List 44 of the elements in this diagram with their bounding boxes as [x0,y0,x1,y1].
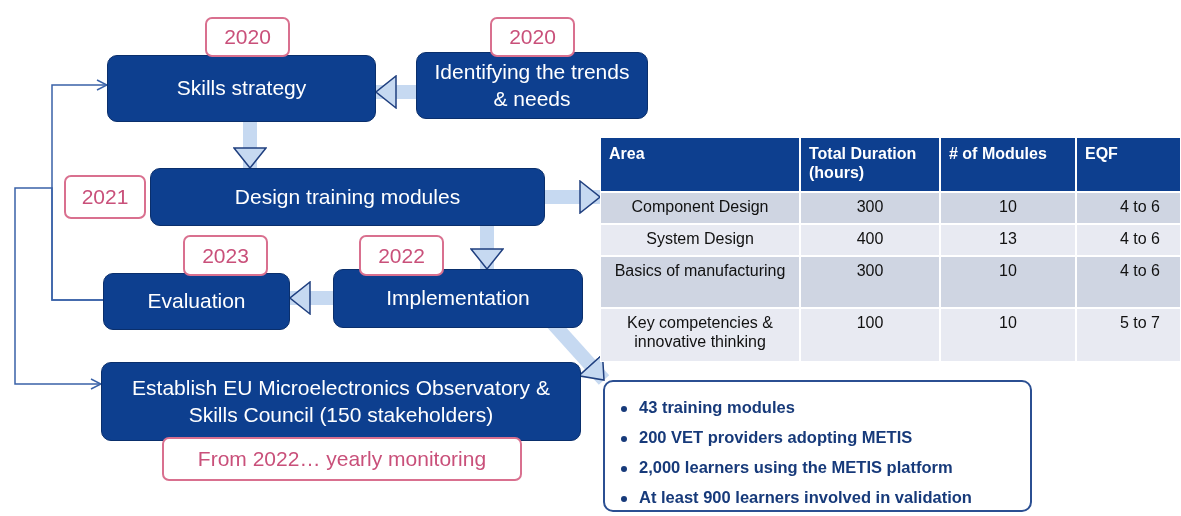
table-cell: Component Design [601,193,799,223]
header-cell: EQF [1077,138,1180,191]
process-box: Identifying the trends & needs [416,52,648,119]
year-badge: From 2022… yearly monitoring [162,437,522,481]
year-badge: 2021 [64,175,146,219]
header-cell: Area [601,138,799,191]
table-cell: 13 [941,225,1075,255]
connector-arrow [14,187,104,390]
year-badge: 2020 [205,17,290,57]
table-cell: 10 [941,257,1075,307]
year-badge: 2020 [490,17,575,57]
block-arrow [545,180,601,214]
table-cell: 400 [801,225,939,255]
table-cell: 10 [941,193,1075,223]
header-cell: Total Duration (hours) [801,138,939,191]
table-cell: 4 to 6 [1077,257,1180,307]
table-cell: 300 [801,257,939,307]
data-table [600,137,1181,362]
table-cell: Key competencies & innovative thinking [601,309,799,361]
table-cell: Basics of manufacturing [601,257,799,307]
bullet-item: 200 VET providers adopting METIS [639,428,913,446]
year-badge: 2022 [359,235,444,276]
process-box: Establish EU Microelectronics Observatory & Skills Council (150 stakeholders) [101,362,581,441]
block-arrow [289,281,333,315]
table-cell: 100 [801,309,939,361]
header-cell: # of Modules [941,138,1075,191]
block-arrow [375,75,416,109]
block-arrow [470,226,504,270]
outcomes-panel [603,380,1032,512]
table-cell: 4 to 6 [1077,225,1180,255]
table-cell: 4 to 6 [1077,193,1180,223]
process-box: Skills strategy [107,55,376,122]
year-badge: 2023 [183,235,268,276]
bullet-item: 2,000 learners using the METIS platform [639,458,953,476]
table-cell: 300 [801,193,939,223]
bullet-item: 43 training modules [639,398,795,416]
table-cell: 10 [941,309,1075,361]
process-box: Evaluation [103,273,290,330]
bullet-item: At least 900 learners involved in validation [639,488,972,506]
process-box: Design training modules [150,168,545,226]
process-box: Implementation [333,269,583,328]
table-cell: 5 to 7 [1077,309,1180,361]
block-arrow [233,122,267,169]
table-cell: System Design [601,225,799,255]
